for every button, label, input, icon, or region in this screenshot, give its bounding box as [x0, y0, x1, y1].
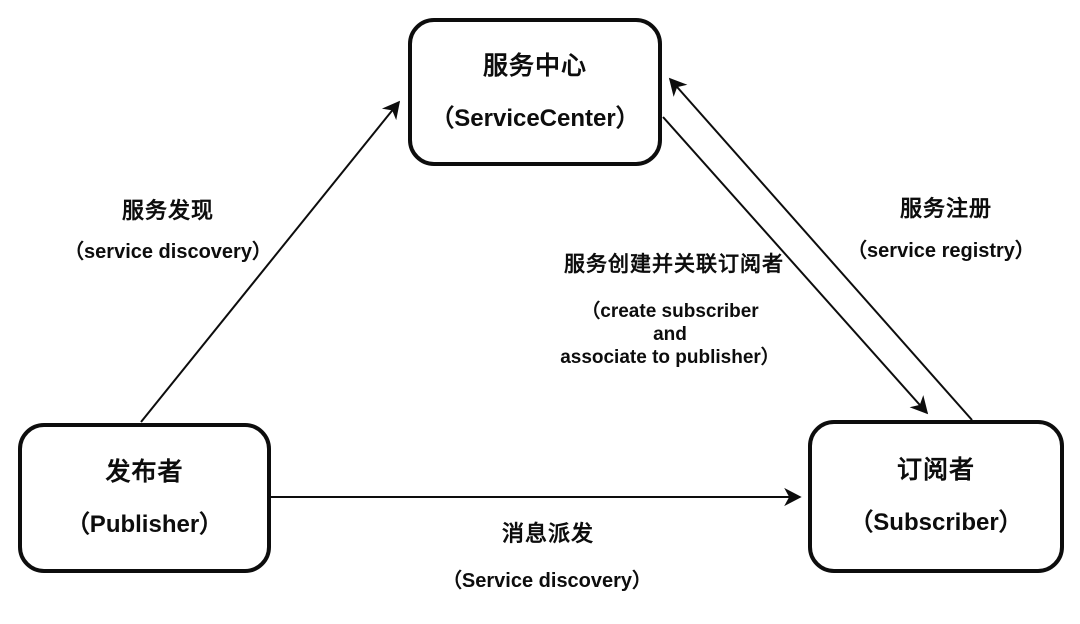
label-service-discovery-zh: 服务发现	[121, 198, 215, 223]
node-service-center-subtitle: （ServiceCenter）	[430, 104, 640, 132]
label-create-subscriber-zh: 服务创建并关联订阅者	[564, 253, 784, 276]
node-publisher-subtitle: （Publisher）	[65, 510, 224, 538]
node-subscriber-title: 订阅者	[896, 456, 975, 484]
label-service-registry-en: （service registry）	[847, 240, 1035, 262]
label-create-subscriber-en: （create subscriber and associate to publ…	[540, 300, 800, 369]
node-publisher-title: 发布者	[105, 457, 184, 486]
label-service-registry-zh: 服务注册	[899, 196, 993, 221]
node-service-center-title: 服务中心	[482, 51, 587, 80]
label-create-subscriber-en-line1: （create subscriber	[581, 301, 759, 322]
label-message-dispatch-en: （Service discovery）	[441, 570, 653, 592]
edge-service-registry-line	[668, 77, 973, 421]
node-subscriber-subtitle: （Subscriber）	[849, 509, 1023, 536]
label-service-discovery-en: （service discovery）	[64, 241, 272, 263]
edge-create-subscriber-line	[662, 116, 929, 415]
node-subscriber: 订阅者 （Subscriber）	[808, 420, 1064, 573]
label-create-subscriber-en-line2: and	[653, 324, 687, 345]
node-publisher: 发布者 （Publisher）	[18, 423, 271, 573]
edge-service-discovery-line	[140, 100, 401, 423]
label-create-subscriber-en-line3: associate to publisher）	[560, 347, 780, 368]
label-message-dispatch-zh: 消息派发	[501, 521, 595, 546]
node-service-center: 服务中心 （ServiceCenter）	[408, 18, 662, 166]
